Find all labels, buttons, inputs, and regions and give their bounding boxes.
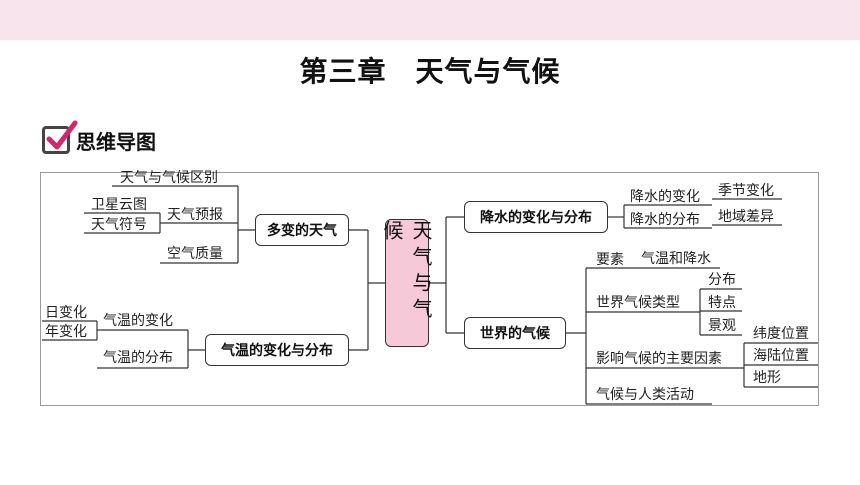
node-temperature: 气温的变化与分布 [205, 334, 349, 366]
leaf-type-landscape: 景观 [708, 318, 736, 334]
section-label: 思维导图 [76, 129, 156, 154]
checkmark-icon [42, 120, 78, 154]
leaf-temperature-precipitation: 气温和降水 [641, 251, 711, 267]
leaf-weather-climate-distinction: 天气与气候区别 [120, 170, 218, 186]
leaf-precipitation-distribution: 降水的分布 [630, 212, 700, 228]
leaf-satellite-cloud-image: 卫星云图 [91, 197, 147, 213]
mind-map-frame [40, 172, 819, 406]
leaf-temperature-distribution: 气温的分布 [103, 350, 173, 366]
leaf-temperature-change: 气温的变化 [103, 313, 173, 329]
leaf-seasonal-change: 季节变化 [718, 183, 774, 199]
node-variable-weather: 多变的天气 [255, 214, 349, 246]
leaf-climate-factors: 影响气候的主要因素 [596, 351, 722, 367]
node-world-climate: 世界的气候 [464, 317, 566, 349]
leaf-terrain: 地形 [753, 370, 781, 386]
node-variable-weather-label: 多变的天气 [267, 223, 337, 239]
leaf-air-quality: 空气质量 [167, 246, 223, 262]
leaf-climate-human-activity: 气候与人类活动 [596, 387, 694, 403]
node-world-climate-label: 世界的气候 [480, 326, 550, 342]
leaf-daily-change: 日变化 [45, 305, 87, 321]
top-banner [0, 0, 860, 40]
leaf-land-sea-position: 海陆位置 [753, 348, 809, 364]
leaf-weather-forecast: 天气预报 [167, 207, 223, 223]
leaf-latitude: 纬度位置 [753, 326, 809, 342]
leaf-type-distribution: 分布 [708, 272, 736, 288]
leaf-annual-change: 年变化 [45, 324, 87, 340]
leaf-regional-difference: 地域差异 [718, 209, 774, 225]
page-title: 第三章 天气与气候 [299, 55, 561, 88]
leaf-type-features: 特点 [708, 295, 736, 311]
leaf-climate-types: 世界气候类型 [596, 295, 680, 311]
node-precipitation: 降水的变化与分布 [464, 201, 608, 233]
center-topic-label: 天气与气候 [380, 220, 433, 324]
leaf-elements: 要素 [596, 252, 624, 268]
leaf-precipitation-change: 降水的变化 [630, 189, 700, 205]
center-topic: 天气与气候 [380, 219, 433, 347]
node-precipitation-label: 降水的变化与分布 [480, 210, 592, 226]
leaf-weather-symbols: 天气符号 [91, 217, 147, 233]
node-temperature-label: 气温的变化与分布 [221, 343, 333, 359]
section-heading: 思维导图 [42, 120, 156, 159]
